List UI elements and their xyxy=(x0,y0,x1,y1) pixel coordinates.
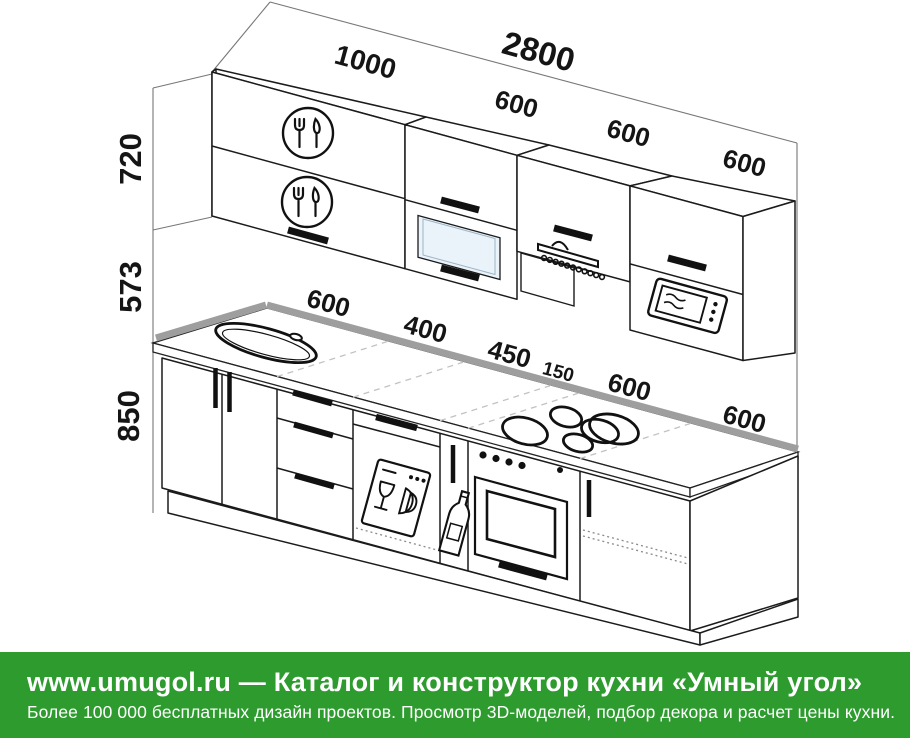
handle-icon xyxy=(498,560,548,581)
dim-wall-module-2: 600 xyxy=(604,113,654,153)
footer-headline: www.umugol.ru — Каталог и конструктор ку… xyxy=(27,667,910,698)
dim-base-height: 850 xyxy=(111,390,146,442)
handle-icon xyxy=(287,226,329,245)
dim-wall-module-1: 600 xyxy=(492,84,542,124)
footer-dash: — xyxy=(231,667,274,697)
backsplash-strip-left xyxy=(154,301,268,342)
footer-subtitle: Более 100 000 бесплатных дизайн проектов… xyxy=(27,702,896,722)
handle-icon xyxy=(440,196,480,214)
sink-icon xyxy=(214,322,318,364)
handle-icon xyxy=(375,413,418,432)
dim-wall-module-0: 1000 xyxy=(331,39,399,85)
handle-icon xyxy=(293,421,334,439)
footer-site-url: www.umugol.ru xyxy=(27,667,232,697)
wall-cabinet-handles xyxy=(287,196,707,282)
handle-icon xyxy=(294,472,335,490)
cooker-hood-icon xyxy=(520,240,606,307)
handle-icon xyxy=(292,389,333,407)
oven-icon xyxy=(473,451,569,581)
backsplash-strip xyxy=(266,301,799,453)
cutlery-icon xyxy=(280,175,334,229)
handle-icon xyxy=(553,224,593,242)
microwave-icon xyxy=(647,277,729,335)
dimension-lines xyxy=(152,1,798,513)
handle-icon xyxy=(440,264,480,282)
footer-tagline: Каталог и конструктор кухни «Умный угол» xyxy=(273,667,863,697)
bottle-cargo-icon xyxy=(437,489,471,557)
dim-apron-height: 573 xyxy=(113,261,148,313)
base-handles xyxy=(213,368,592,517)
footer-banner: www.umugol.ru — Каталог и конструктор ку… xyxy=(0,652,910,738)
handle-icon xyxy=(667,254,707,272)
cutlery-icon xyxy=(281,106,335,160)
dishwasher-icon xyxy=(360,458,432,538)
kitchen-diagram: 2800 1000 600 600 600 720 573 850 600 40… xyxy=(111,1,801,646)
plinth-side xyxy=(699,598,799,646)
glass-door xyxy=(417,214,501,281)
hob-icon xyxy=(501,405,640,454)
wall-cabinet-microwave xyxy=(629,185,744,362)
dim-total-width: 2800 xyxy=(498,24,579,79)
dim-wall-module-3: 600 xyxy=(720,143,770,183)
seam-dotted-lines xyxy=(355,527,689,565)
dim-wall-height: 720 xyxy=(113,133,148,185)
